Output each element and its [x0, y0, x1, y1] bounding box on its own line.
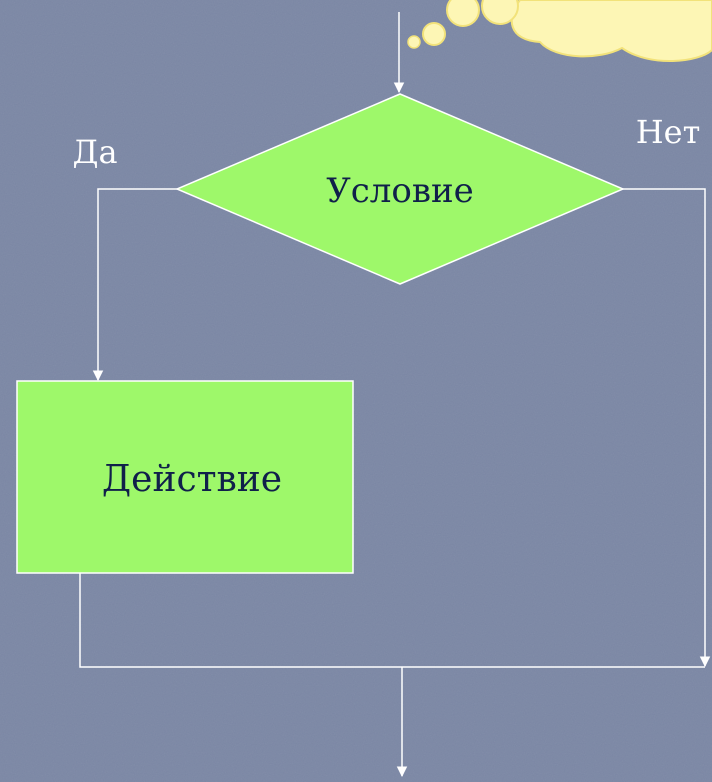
action-label: Действие — [102, 459, 282, 500]
thought-cloud — [407, 0, 712, 63]
no-branch-label: Нет — [636, 113, 701, 151]
thought-bubble-small — [422, 22, 446, 46]
action-box — [16, 380, 354, 574]
thought-bubble-tiny — [407, 35, 421, 49]
yes-branch-connector — [92, 188, 178, 382]
decision-diamond — [175, 93, 625, 285]
thought-bubble-large — [481, 0, 519, 25]
decision-label: Условие — [326, 171, 474, 211]
yes-branch-label: Да — [72, 133, 117, 171]
merge-line — [79, 573, 705, 668]
thought-bubble-medium — [446, 0, 480, 27]
no-branch-connector — [622, 188, 711, 668]
